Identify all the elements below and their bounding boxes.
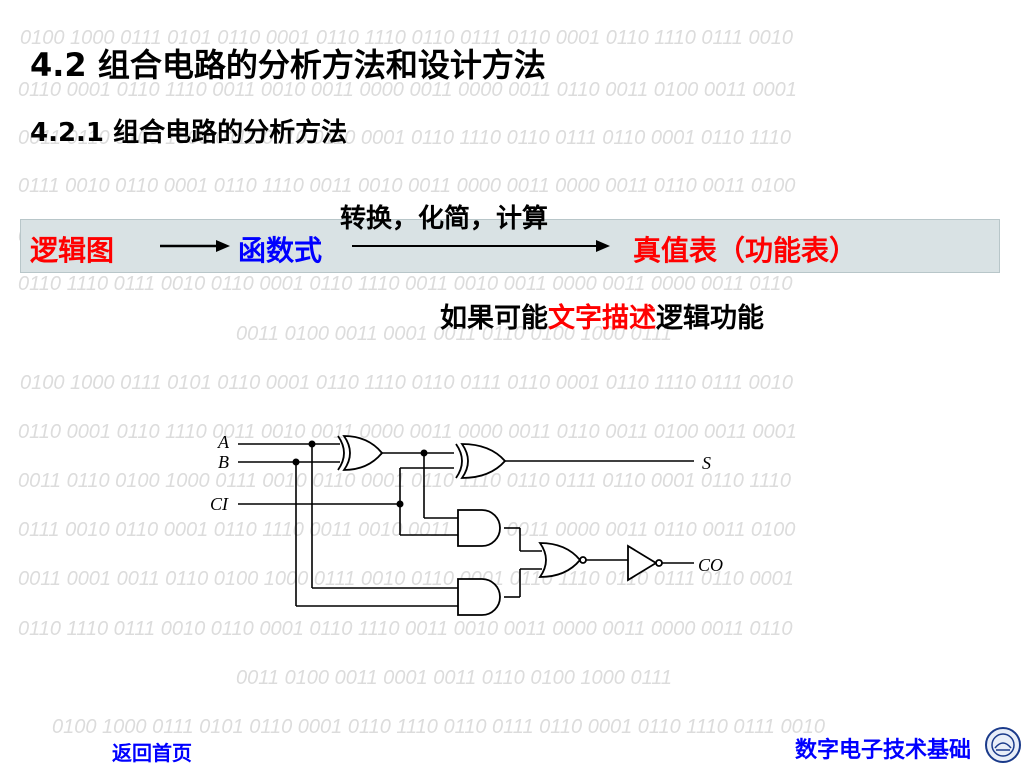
and-gate-lower — [457, 578, 501, 616]
output-label-s: S — [702, 453, 711, 473]
input-label-ci: CI — [210, 494, 229, 514]
output-label-co: CO — [698, 555, 723, 575]
truth-table-label: 真值表（功能表） — [633, 234, 858, 267]
description-line: 如果可能文字描述逻辑功能 — [440, 296, 764, 335]
description-after: 逻辑功能 — [656, 303, 764, 334]
page-title: 4.2 组合电路的分析方法和设计方法 — [30, 46, 546, 84]
inverter-gate — [627, 544, 663, 582]
course-name: 数字电子技术基础 — [795, 738, 972, 763]
logic-diagram-label: 逻辑图 — [30, 234, 115, 267]
xor-gate-1 — [337, 435, 384, 471]
xor-gate-2 — [455, 443, 507, 479]
university-logo-icon — [985, 727, 1021, 763]
section-subtitle: 4.2.1 组合电路的分析方法 — [30, 118, 348, 148]
input-label-a: A — [217, 432, 230, 452]
transform-label: 转换，化简，计算 — [340, 204, 549, 234]
function-expression-label: 函数式 — [238, 234, 323, 267]
junction-dots — [292, 440, 428, 508]
description-highlight: 文字描述 — [548, 303, 656, 334]
input-label-b: B — [218, 452, 229, 472]
and-gate-upper — [457, 509, 501, 547]
back-home-link[interactable]: 返回首页 — [112, 741, 192, 765]
nor-gate — [538, 542, 587, 578]
description-before: 如果可能 — [440, 303, 548, 334]
